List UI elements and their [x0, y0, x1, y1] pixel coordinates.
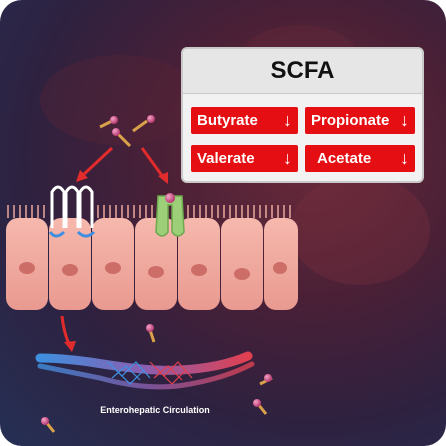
nucleus [273, 262, 287, 274]
circulation-vessel [35, 351, 255, 390]
nucleus [105, 262, 121, 274]
bile-acid-molecule-icon [132, 115, 155, 133]
transporter-channel-icon [48, 185, 96, 238]
down-arrow-icon: ↓ [283, 110, 292, 130]
bile-acid-molecule-icon [253, 399, 268, 415]
circulation-label: Enterohepatic Circulation [100, 405, 210, 415]
microvilli-border [7, 205, 291, 218]
scfa-item-acetate: Acetate ↓ [305, 145, 415, 172]
bile-acid-molecule-icon [259, 374, 273, 386]
scfa-title: SCFA [183, 49, 422, 94]
down-arrow-icon: ↓ [400, 148, 409, 168]
nucleus [19, 262, 35, 274]
bile-acid-molecule-icon [99, 116, 118, 129]
bile-acid-molecule-icon [146, 324, 156, 343]
scfa-item-label: Propionate [311, 112, 390, 129]
nucleus [62, 264, 78, 276]
receptor-channel-icon [155, 193, 185, 237]
transport-arrows [60, 146, 168, 352]
bile-acid-molecules [41, 115, 273, 433]
scfa-item-valerate: Valerate ↓ [191, 145, 298, 172]
scfa-item-butyrate: Butyrate ↓ [191, 107, 298, 134]
down-arrow-icon: ↓ [283, 148, 292, 168]
scfa-item-label: Butyrate [197, 112, 258, 129]
bile-acid-molecule-icon [41, 417, 56, 433]
down-arrow-icon: ↓ [400, 110, 409, 130]
bile-acid-molecule-icon [112, 128, 132, 148]
epithelial-cell [221, 218, 263, 310]
nucleus [148, 266, 164, 278]
cell-nuclei [19, 262, 287, 280]
epithelial-cell [135, 218, 177, 310]
epithelial-cells [6, 218, 298, 310]
nucleus [191, 264, 207, 276]
scfa-item-label: Acetate [317, 150, 372, 167]
nucleus [234, 268, 250, 280]
scfa-item-label: Valerate [197, 150, 255, 167]
scfa-panel: SCFA Butyrate ↓ Propionate ↓ Valerate ↓ … [181, 47, 424, 183]
scfa-item-propionate: Propionate ↓ [305, 107, 415, 134]
